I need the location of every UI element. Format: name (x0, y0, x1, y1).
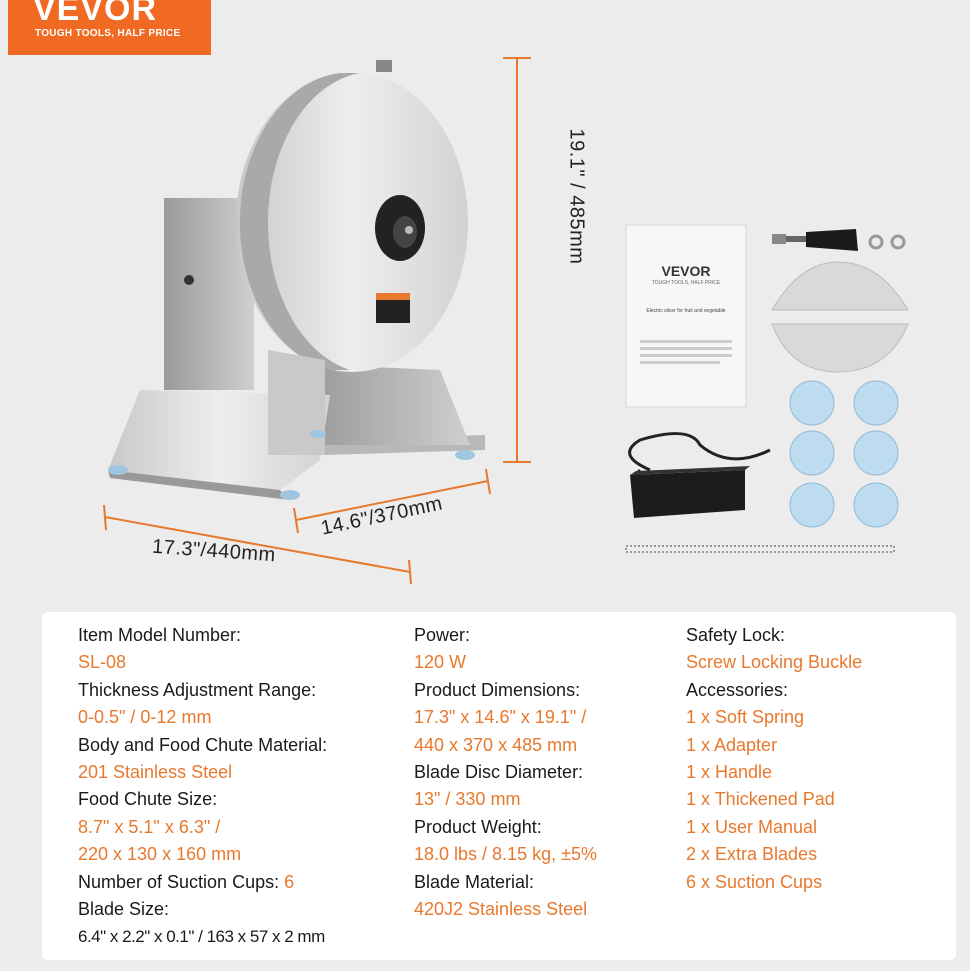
manual-brand: VEVOR (661, 263, 710, 279)
accessory-item: 2 x Extra Blades (686, 844, 818, 865)
extra-blades (771, 261, 909, 373)
manual-title: Electric slicer for fruit and vegetable (646, 308, 725, 314)
accessory-item: 1 x Soft Spring (686, 707, 805, 728)
blade-material-value: 420J2 Stainless Steel (414, 899, 588, 920)
thickness-value: 0-0.5" / 0-12 mm (78, 707, 212, 728)
chute-value-1: 8.7" x 5.1" x 6.3" / (78, 816, 221, 837)
spec-column-2: Power: 120 W Product Dimensions: 17.3" x… (414, 622, 674, 923)
dimensions-value-1: 17.3" x 14.6" x 19.1" / (414, 707, 587, 728)
dimensions-value-2: 440 x 370 x 485 mm (414, 734, 578, 755)
soft-spring (625, 545, 895, 553)
suction-label: Number of Suction Cups: (78, 871, 280, 892)
material-label: Body and Food Chute Material: (78, 734, 328, 755)
logo-wordmark: VEVOR (33, 0, 158, 28)
accessory-item: 6 x Suction Cups (686, 871, 823, 892)
accessory-item: 1 x User Manual (686, 816, 818, 837)
accessory-item: 1 x Adapter (686, 734, 778, 755)
safety-value: Screw Locking Buckle (686, 652, 863, 673)
spec-column-1: Item Model Number: SL-08 Thickness Adjus… (78, 622, 408, 951)
accessory-item: 1 x Thickened Pad (686, 789, 835, 810)
dimensions-label: Product Dimensions: (414, 679, 581, 700)
depth-dimension-line (293, 468, 491, 534)
model-value: SL-08 (78, 652, 127, 673)
thickness-label: Thickness Adjustment Range: (78, 679, 317, 700)
blade-size-value: 6.4" x 2.2" x 0.1" / 163 x 57 x 2 mm (78, 927, 325, 947)
power-adapter (628, 432, 771, 518)
width-dimension-line (103, 504, 412, 585)
brand-logo: VEVOR TOUGH TOOLS, HALF PRICE (8, 0, 211, 55)
disc-value: 13" / 330 mm (414, 789, 521, 810)
power-value: 120 W (414, 652, 467, 673)
safety-label: Safety Lock: (686, 625, 786, 645)
chute-label: Food Chute Size: (78, 789, 218, 810)
user-manual: VEVOR TOUGH TOOLS, HALF PRICE Electric s… (625, 224, 747, 408)
height-dimension-text: 19.1" / 485mm (565, 128, 588, 265)
spec-card: Item Model Number: SL-08 Thickness Adjus… (42, 612, 956, 960)
height-dimension-line (503, 57, 531, 463)
accessories-label: Accessories: (686, 679, 789, 700)
disc-label: Blade Disc Diameter: (414, 762, 584, 783)
weight-label: Product Weight: (414, 816, 542, 837)
chute-value-2: 220 x 130 x 160 mm (78, 844, 242, 865)
logo-tagline: TOUGH TOOLS, HALF PRICE (35, 28, 181, 39)
blade-material-label: Blade Material: (414, 871, 535, 892)
manual-tagline: TOUGH TOOLS, HALF PRICE (652, 280, 721, 286)
spec-column-3: Safety Lock: Screw Locking Buckle Access… (686, 622, 946, 896)
handle-accessory (772, 229, 906, 251)
product-illustration: VEVOR TOUGH TOOLS, HALF PRICE Electric s… (103, 57, 909, 585)
accessory-item: 1 x Handle (686, 762, 773, 783)
suction-cups (789, 380, 899, 528)
weight-value: 18.0 lbs / 8.15 kg, ±5% (414, 844, 597, 865)
power-label: Power: (414, 625, 471, 645)
model-label: Item Model Number: (78, 625, 242, 645)
slicer-machine (108, 60, 485, 500)
suction-value: 6 (284, 871, 295, 892)
blade-size-label: Blade Size: (78, 899, 170, 920)
suction-row: Number of Suction Cups: 6 (78, 869, 408, 896)
material-value: 201 Stainless Steel (78, 762, 233, 783)
